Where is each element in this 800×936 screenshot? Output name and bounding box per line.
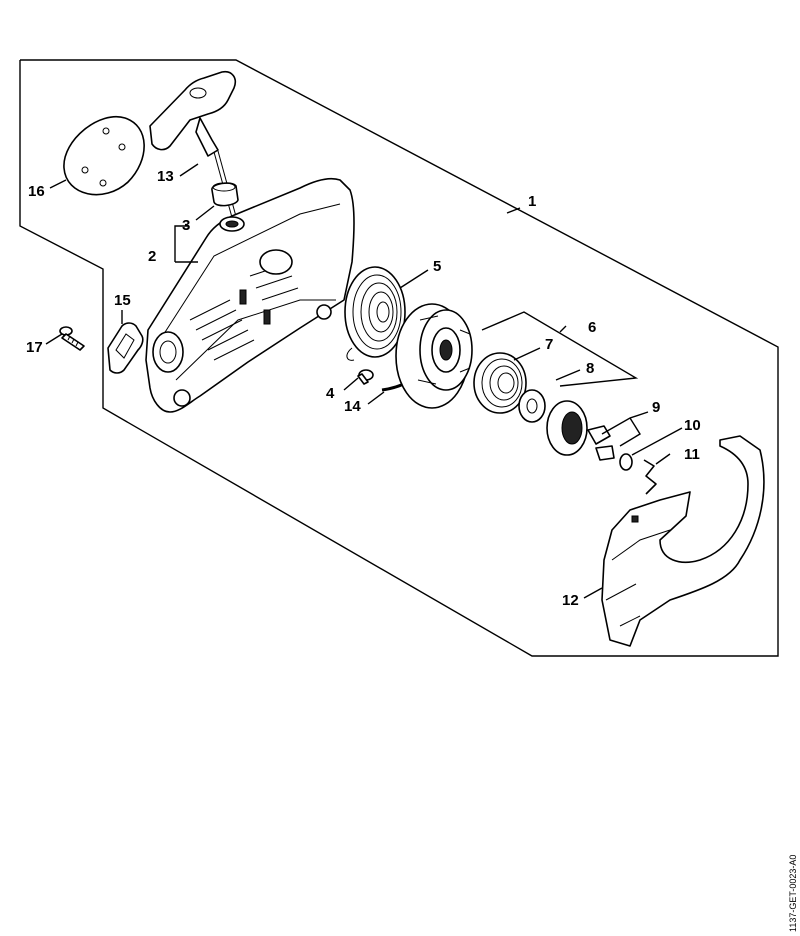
part-10-ring	[619, 453, 633, 471]
part-13-starter-handle	[149, 70, 241, 233]
part-12-air-guide	[601, 435, 765, 647]
assembly-boundary	[19, 59, 779, 657]
part-7-rope-rotor	[395, 303, 473, 409]
callout-8: 8	[586, 360, 594, 377]
callout-3: 3	[182, 217, 190, 234]
callout-15: 15	[114, 292, 131, 309]
part-11-spring-clip	[643, 459, 657, 495]
callout-1: 1	[528, 193, 536, 210]
part-17-screw	[59, 326, 85, 351]
document-id: 1137-GET-0023-A0	[788, 855, 798, 932]
callout-6: 6	[588, 319, 596, 336]
callout-14: 14	[344, 398, 361, 415]
callout-10: 10	[684, 417, 701, 434]
callout-11: 11	[684, 446, 700, 463]
callout-4: 4	[326, 385, 335, 402]
callout-12: 12	[562, 592, 579, 609]
callout-leaders	[45, 163, 683, 599]
part-3-rope-guide	[211, 182, 239, 207]
part-5-rewind-spring	[344, 266, 406, 361]
washer	[518, 389, 546, 423]
part-16-cover-disc	[63, 115, 145, 196]
part-9-pawl-carrier	[546, 400, 615, 461]
part-4-screw	[357, 369, 374, 385]
callout-5: 5	[433, 258, 441, 275]
callout-7: 7	[545, 336, 553, 353]
callout-13: 13	[157, 168, 174, 185]
callout-17: 17	[26, 339, 43, 356]
callout-16: 16	[28, 183, 45, 200]
part-15-grommet	[107, 322, 144, 374]
part-2-fan-housing	[145, 177, 355, 413]
part-8-spring	[473, 352, 527, 414]
callout-2: 2	[148, 248, 156, 265]
callout-9: 9	[652, 399, 660, 416]
